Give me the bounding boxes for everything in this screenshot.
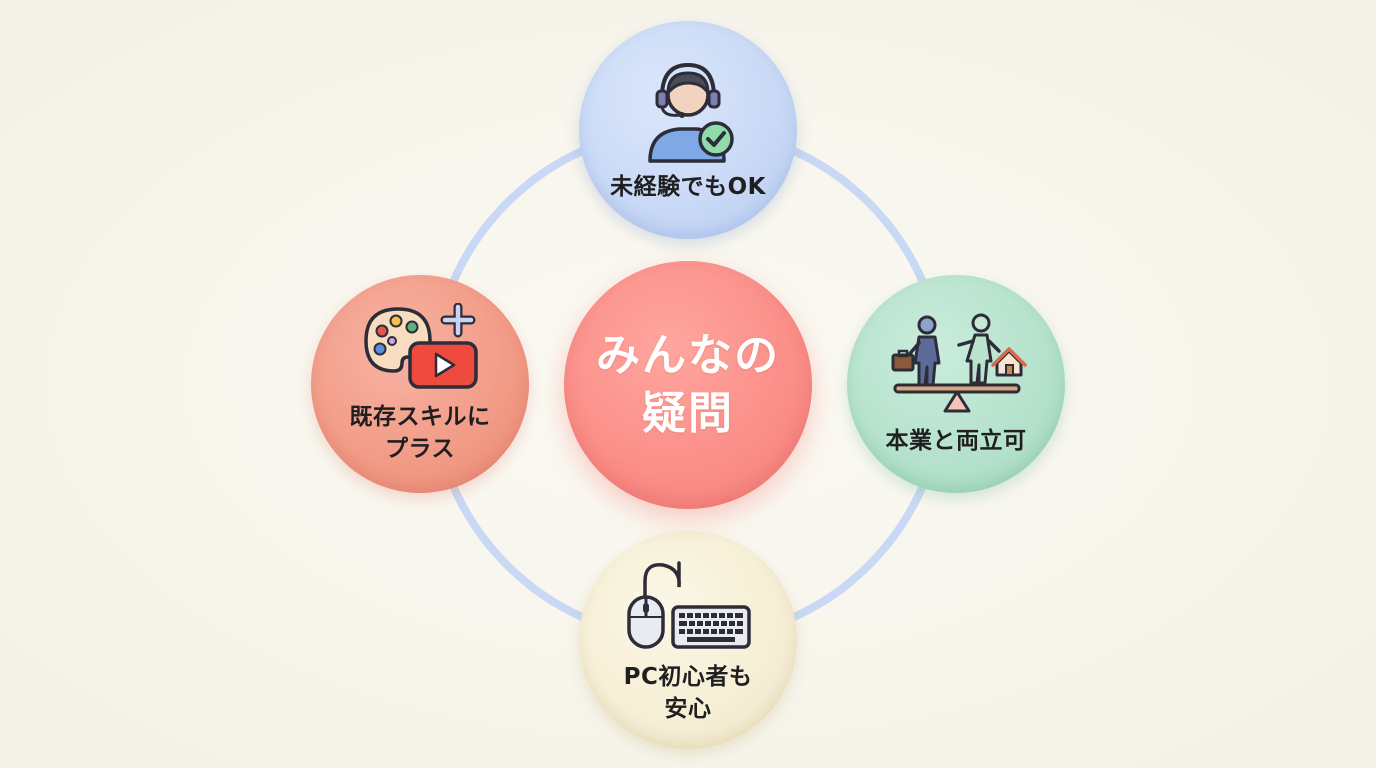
center-hub: みんなの 疑問: [564, 261, 812, 509]
work-life-balance-seesaw-icon: [891, 313, 1027, 413]
node-top-label: 未経験でもOK: [610, 174, 766, 200]
node-bottom: PC初心者も 安心: [579, 531, 797, 749]
mouse-keyboard-icon: [627, 561, 751, 649]
palette-video-plus-icon: [364, 303, 478, 389]
center-title: みんなの 疑問: [596, 330, 780, 439]
node-right-label: 本業と両立可: [885, 428, 1027, 454]
node-right: 本業と両立可: [847, 275, 1065, 493]
node-left-label: 既存スキルに プラス: [349, 404, 491, 462]
node-top: 未経験でもOK: [579, 21, 797, 239]
headset-operator-check-icon: [648, 62, 734, 163]
node-left: 既存スキルに プラス: [311, 275, 529, 493]
node-bottom-label: PC初心者も 安心: [623, 664, 753, 722]
